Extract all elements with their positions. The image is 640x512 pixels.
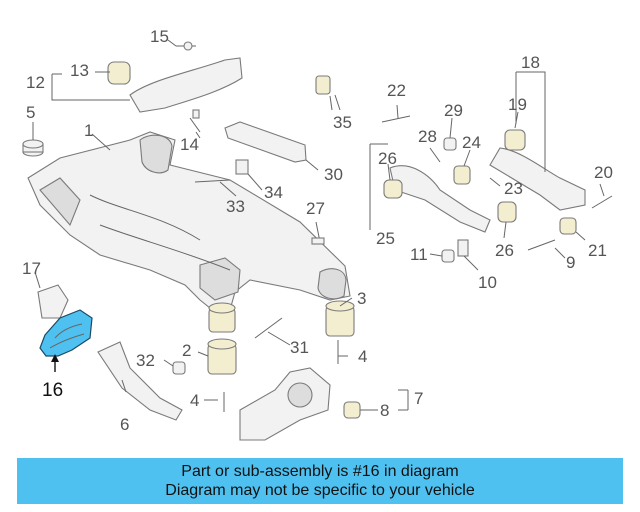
upper-arm-12 [107,57,243,113]
bolt-9 [527,239,556,251]
banner-line-2: Diagram may not be specific to your vehi… [165,482,475,499]
callout-25: 25 [376,229,395,248]
callout-30: 30 [324,165,343,184]
bushing-35 [315,75,331,95]
callout-11: 11 [410,245,428,264]
subframe [27,131,351,313]
callout-18: 18 [521,53,540,72]
callout-19: 19 [508,95,527,114]
nut-11 [441,249,455,263]
part-16-highlighted[interactable] [39,309,93,357]
arm-25 [383,165,517,233]
banner-line-1: Part or sub-assembly is #16 in diagram [181,463,459,480]
bushing-3 [325,300,355,337]
callout-1: 1 [84,121,93,140]
nut-32 [172,361,186,375]
callout-23: 23 [504,179,523,198]
bushing-29 [443,137,457,151]
bolt-31 [254,317,283,339]
bolt-14 [189,109,201,133]
callout-8: 8 [380,401,389,420]
bushing-8 [343,401,361,419]
callout-35: 35 [333,113,352,132]
callout-7: 7 [414,389,423,408]
callout-31: 31 [290,338,309,357]
callouts: 1 2 3 4 4 5 6 7 8 9 10 11 12 13 14 15 16… [22,27,613,434]
bushing-24 [453,165,471,185]
knuckle-7 [239,367,331,441]
parts-diagram: 1 2 3 4 4 5 6 7 8 9 10 11 12 13 14 15 16… [22,27,613,441]
callout-16: 16 [42,380,63,401]
callout-22: 22 [387,81,406,100]
callout-28: 28 [418,127,437,146]
callout-9: 9 [566,253,575,272]
callout-26b: 26 [495,241,514,260]
callout-34: 34 [264,183,283,202]
bolt-15 [176,41,196,51]
bushing-2 [207,338,237,375]
bushing-21 [559,217,577,235]
callout-14: 14 [180,135,199,154]
bolt-20 [591,195,613,209]
callout-27: 27 [306,199,325,218]
callout-17: 17 [22,259,41,278]
lower-arm-23 [489,129,586,211]
callout-20: 20 [594,163,613,182]
callout-33: 33 [226,197,245,216]
callout-15: 15 [150,27,169,46]
callout-5: 5 [26,103,35,122]
callout-12: 12 [26,73,45,92]
callout-26a: 26 [378,149,397,168]
bracket-34 [235,159,249,175]
callout-2: 2 [182,341,191,360]
bracket-6 [97,341,183,421]
callout-29: 29 [444,101,463,120]
leader-lines [32,39,605,411]
callout-4b: 4 [190,391,199,410]
info-banner: Part or sub-assembly is #16 in diagram D… [17,458,623,504]
callout-6: 6 [120,415,129,434]
pad-17 [37,284,69,319]
callout-10: 10 [478,273,497,292]
bolt-27 [311,231,325,245]
callout-21: 21 [588,241,607,260]
callout-3: 3 [357,289,366,308]
callout-13: 13 [70,61,89,80]
bracket-10 [457,239,469,257]
bushing-upper [208,302,236,333]
callout-4a: 4 [358,347,367,366]
link-30 [224,121,307,163]
callout-32: 32 [136,351,155,370]
callout-24: 24 [462,133,481,152]
washer-5 [22,139,44,157]
bolt-22 [381,115,411,123]
bolt-33 [194,179,231,183]
